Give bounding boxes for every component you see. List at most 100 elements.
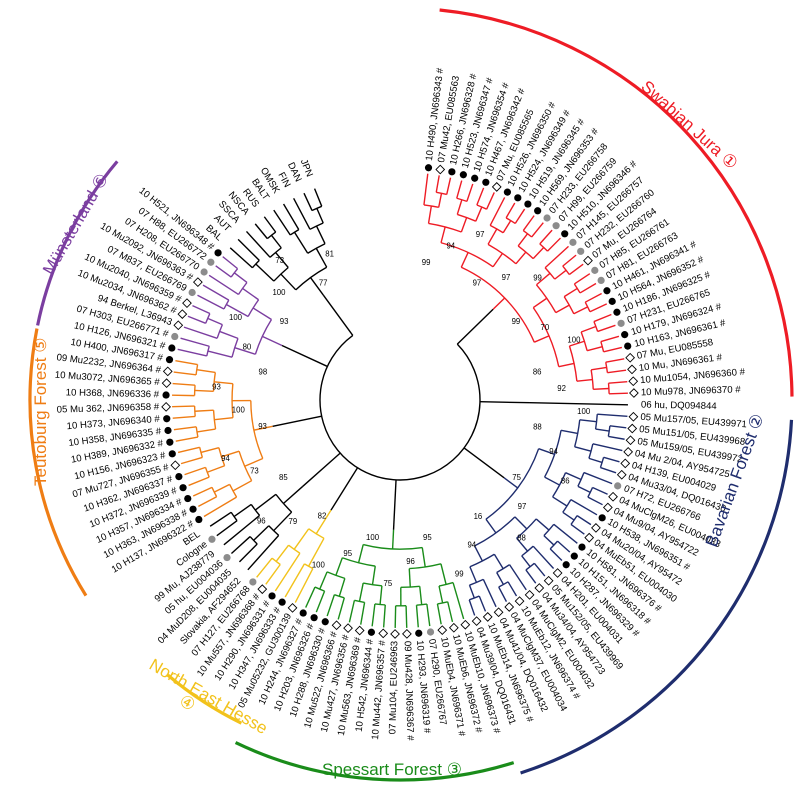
leaf-label: 05 Mu 362, JN696358 #	[57, 402, 160, 416]
branch	[440, 563, 447, 585]
branch	[568, 263, 584, 276]
branch	[558, 362, 575, 368]
branch	[213, 483, 230, 493]
branch	[562, 511, 575, 521]
branch	[207, 465, 225, 473]
open-diamond-marker	[591, 523, 601, 533]
leaf-label: 10 Mu978, JN696370 #	[641, 384, 742, 398]
bootstrap-value: 100	[272, 288, 286, 297]
branch	[577, 485, 591, 493]
filled-circle-marker	[534, 207, 542, 215]
open-diamond-marker	[625, 352, 636, 363]
branch	[313, 188, 323, 207]
branch	[223, 514, 261, 546]
leaf-label: 07 Mu104, EU246963	[387, 641, 400, 735]
branch	[460, 217, 468, 233]
branch-arc	[314, 586, 325, 592]
filled-circle-marker	[214, 249, 222, 257]
open-diamond-marker	[448, 622, 459, 633]
branch	[247, 534, 280, 571]
branch	[597, 324, 616, 333]
branch	[200, 447, 220, 454]
branch	[419, 586, 423, 605]
grey-circle-marker	[426, 628, 435, 636]
branch	[456, 180, 463, 199]
filled-circle-marker	[278, 598, 286, 606]
branch	[303, 192, 313, 211]
open-diamond-marker	[627, 364, 637, 375]
filled-circle-marker	[195, 515, 203, 524]
open-diamond-marker	[616, 469, 627, 480]
open-diamond-marker	[493, 607, 504, 618]
open-diamond-marker	[161, 401, 171, 412]
branch-arc	[469, 595, 480, 601]
branch	[234, 347, 256, 355]
bootstrap-value: 86	[533, 368, 542, 377]
bootstrap-value: 70	[541, 323, 550, 332]
branch-arc	[307, 243, 326, 254]
filled-circle-marker	[448, 168, 456, 176]
filled-circle-marker	[562, 561, 570, 569]
filled-circle-marker	[310, 614, 318, 622]
bootstrap-value: 96	[257, 516, 266, 525]
branch	[252, 307, 272, 321]
branch	[515, 251, 527, 265]
branch	[435, 175, 440, 193]
branch	[468, 584, 475, 599]
branch	[468, 599, 476, 616]
branch	[253, 525, 270, 541]
branch	[592, 486, 608, 495]
branch-arc	[590, 369, 594, 390]
open-diamond-marker	[552, 568, 563, 578]
filled-circle-marker	[608, 297, 616, 305]
branch	[294, 568, 314, 603]
bootstrap-value: 93	[212, 382, 221, 391]
branch-arc	[562, 265, 570, 275]
branch	[609, 425, 627, 429]
branch	[503, 477, 519, 489]
branch	[560, 429, 578, 435]
bootstrap-value: 97	[473, 279, 482, 288]
branch	[275, 544, 290, 562]
branch	[438, 585, 444, 604]
bootstrap-value: 100	[366, 533, 380, 542]
branch	[188, 476, 210, 487]
branch	[180, 456, 203, 465]
branch	[198, 496, 217, 508]
branch	[232, 480, 252, 492]
grey-circle-marker	[249, 578, 257, 586]
backbone-branch	[302, 452, 341, 487]
branch	[562, 254, 577, 267]
branch	[552, 496, 568, 507]
region-arc-swabian	[439, 8, 794, 397]
branch-arc	[311, 205, 323, 212]
branch	[469, 566, 478, 583]
filled-circle-marker	[624, 342, 632, 350]
branch	[516, 537, 529, 552]
branch	[593, 313, 612, 323]
leaf-label: 06 hu, DQ094844	[641, 400, 718, 413]
filled-circle-marker	[179, 484, 187, 492]
branch	[245, 230, 271, 258]
backbone-branch	[281, 344, 328, 368]
branch	[172, 415, 196, 419]
branch	[391, 529, 395, 550]
branch-arc	[229, 484, 238, 498]
region-arc-spessart	[234, 741, 515, 782]
branch	[574, 446, 592, 452]
branch	[233, 272, 248, 284]
branch	[282, 203, 300, 230]
branch	[315, 509, 332, 535]
filled-circle-marker	[578, 543, 586, 551]
region-label-spessart: Spessart Forest ③	[322, 760, 462, 780]
branch	[315, 225, 326, 245]
open-diamond-marker	[628, 376, 639, 387]
branch-arc	[269, 247, 282, 258]
branch	[202, 284, 230, 301]
branch	[447, 601, 454, 623]
branch	[452, 582, 465, 620]
branch	[192, 305, 211, 315]
open-diamond-marker	[534, 583, 545, 593]
grey-circle-marker	[543, 214, 551, 222]
branch	[253, 425, 273, 431]
